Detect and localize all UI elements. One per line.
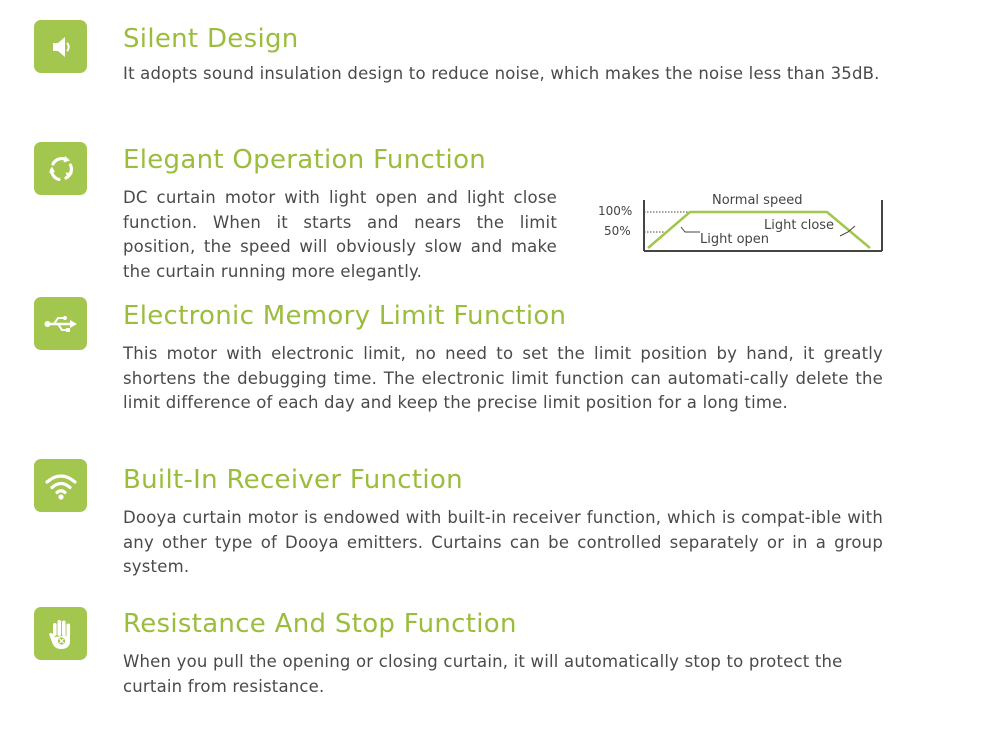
hand-stop-icon: [34, 607, 87, 660]
label-light-close: Light close: [764, 218, 834, 233]
speed-curve: [647, 210, 871, 249]
feature-title: Silent Design: [123, 24, 299, 54]
feature-description: This motor with electronic limit, no nee…: [123, 344, 883, 412]
label-light-open: Light open: [700, 232, 769, 247]
light-open-pointer: [680, 226, 700, 233]
feature-description: DC curtain motor with light open and lig…: [123, 188, 557, 281]
label-normal-speed: Normal speed: [712, 193, 802, 208]
feature-description: It adopts sound insulation design to red…: [123, 64, 880, 83]
feature-title: Elegant Operation Function: [123, 145, 487, 175]
usb-icon: [34, 297, 87, 350]
label-100-percent: 100%: [598, 204, 632, 218]
label-50-percent: 50%: [604, 224, 631, 238]
cycle-arrows-icon: [34, 142, 87, 195]
feature-description: When you pull the opening or closing cur…: [123, 652, 843, 696]
feature-description: Dooya curtain motor is endowed with buil…: [123, 508, 883, 576]
light-close-pointer: [839, 225, 856, 237]
feature-title: Electronic Memory Limit Function: [123, 301, 567, 331]
speed-curve-diagram: 100% 50% Normal speed Light open Light c…: [598, 193, 883, 252]
speaker-icon: [34, 20, 87, 73]
feature-title: Resistance And Stop Function: [123, 609, 517, 639]
feature-title: Built-In Receiver Function: [123, 465, 463, 495]
wifi-icon: [34, 459, 87, 512]
